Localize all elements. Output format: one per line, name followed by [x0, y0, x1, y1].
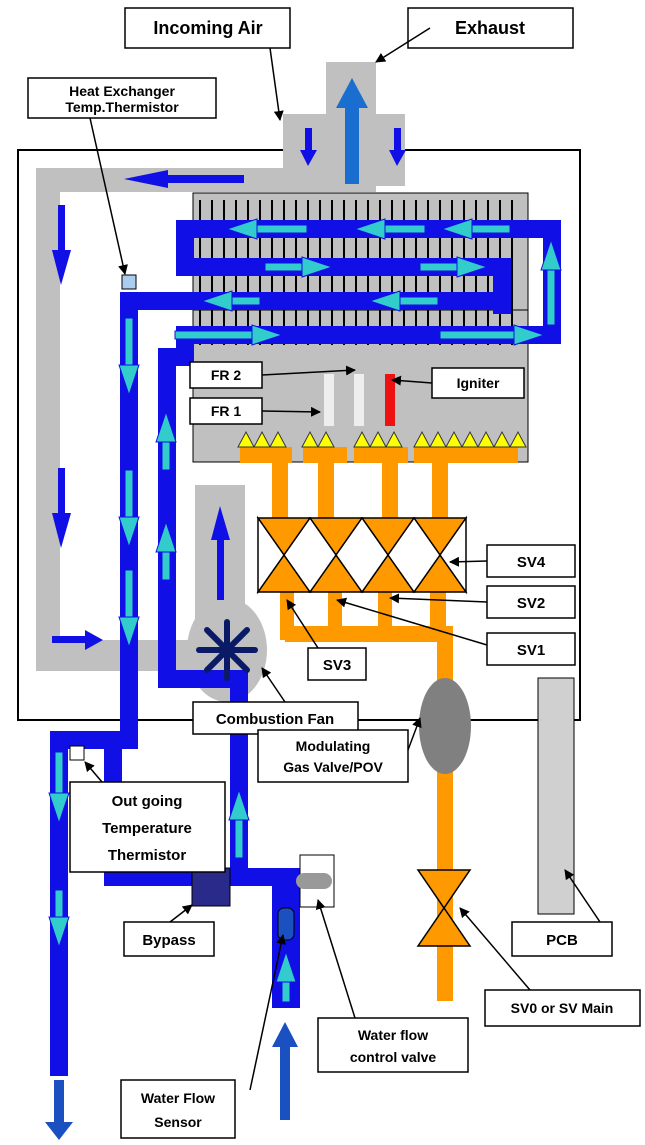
air-flow-arrows [52, 128, 406, 650]
bypass-icon [191, 867, 231, 907]
flame-rod-1-icon [324, 374, 334, 426]
outgoing-label-line3: Thermistor [108, 847, 187, 864]
sv4-label: SV4 [517, 554, 546, 571]
label-box-modulating [257, 729, 409, 783]
solenoid-valves [256, 515, 468, 595]
combustion-fan-label: Combustion Fan [216, 711, 334, 728]
label-box-water-flow-control [317, 1017, 469, 1073]
wfcv-label-line1: Water flow [358, 1027, 428, 1043]
water-flow-sensor-icon [277, 907, 295, 941]
exhaust-label: Exhaust [455, 18, 525, 38]
modulating-gas-valve-icon [419, 678, 471, 774]
label-box-sv3 [307, 647, 367, 681]
outgoing-thermistor-icon [69, 745, 85, 761]
bypass-label: Bypass [142, 932, 195, 949]
label-box-sv1 [486, 632, 576, 666]
heat-exchanger-label-line1: Heat Exchanger [69, 83, 175, 99]
main-gas-valve-icon [416, 869, 472, 947]
fr2-label: FR 2 [211, 367, 242, 383]
pcb-label: PCB [546, 932, 578, 949]
sv1-label: SV1 [517, 642, 545, 659]
wfcv-label-line2: control valve [350, 1049, 437, 1065]
label-box-bypass [123, 921, 215, 957]
igniter-icon [385, 374, 395, 426]
label-box-pcb [511, 921, 613, 957]
incoming-air-label: Incoming Air [153, 18, 262, 38]
fr1-label: FR 1 [211, 403, 242, 419]
combustion-fan-icon [196, 619, 258, 681]
wfs-label-line2: Sensor [154, 1114, 202, 1130]
label-box-igniter [431, 367, 525, 399]
label-box-sv4 [486, 544, 576, 578]
external-water-arrows [45, 1022, 298, 1140]
label-box-water-flow-sensor [120, 1079, 236, 1139]
exhaust-arrow-icon [336, 78, 368, 184]
label-box-fr1 [189, 397, 263, 425]
leader-lines [84, 27, 601, 1091]
burner-flames [237, 430, 527, 448]
heat-exchanger-thermistor-icon [121, 274, 137, 290]
modulating-label-line2: Gas Valve/POV [283, 759, 383, 775]
outgoing-label-line2: Temperature [102, 820, 192, 837]
label-box-fr2 [189, 361, 263, 389]
label-box-outgoing [69, 781, 226, 873]
wfs-label-line1: Water Flow [141, 1090, 215, 1106]
heat-exchanger-label-line2: Temp.Thermistor [65, 99, 179, 115]
pcb-board [537, 677, 575, 915]
sv3-label: SV3 [323, 657, 351, 674]
label-box-sv0 [484, 989, 641, 1027]
flame-rod-2-icon [354, 374, 364, 426]
sv2-label: SV2 [517, 595, 545, 612]
modulating-label-line1: Modulating [296, 738, 371, 754]
label-box-heat-exchanger [27, 77, 217, 119]
water-flow-arrows [48, 218, 562, 1003]
outgoing-label-line1: Out going [112, 793, 183, 810]
valve-plunger-icon [296, 873, 332, 889]
label-box-incoming-air [124, 7, 291, 49]
sv0-label: SV0 or SV Main [511, 1000, 614, 1016]
label-box-exhaust [407, 7, 574, 49]
igniter-label: Igniter [457, 375, 500, 391]
